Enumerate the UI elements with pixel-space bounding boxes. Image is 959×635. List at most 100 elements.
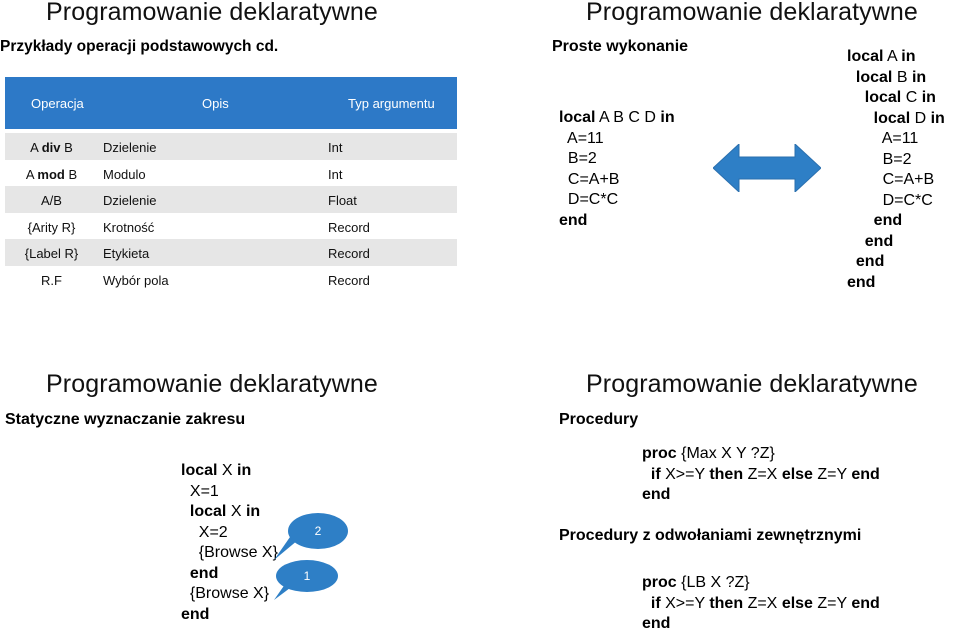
code-expr: Z=Y [817, 594, 847, 612]
kw-end: end [873, 212, 903, 229]
table-header: Operacja Opis Typ argumentu [5, 77, 457, 129]
cell-typ: Record [328, 219, 370, 235]
cell-opis: Krotność [103, 219, 155, 235]
kw-end: end [642, 486, 671, 503]
code-line: X=2 [198, 523, 228, 541]
kw-else: else [781, 594, 813, 612]
nested-code-block: local A in local B in local C in local D… [847, 47, 945, 293]
kw-local: local [873, 109, 911, 127]
slide1-subtitle: Przykłady operacji podstawowych cd. [0, 38, 279, 55]
procedure-external-code-block: proc {LB X ?Z} if X>=Y then Z=X else Z=Y… [642, 573, 880, 635]
code-expr: Z=Y [817, 465, 847, 483]
cell-operacja: R.F [41, 272, 62, 288]
simple-code-block: local A B C D in A=11 B=2 C=A+B D=C*C en… [559, 108, 675, 231]
callout-bubble-top: 2 [288, 513, 348, 549]
slide3-subtitle: Statyczne wyznaczanie zakresu [5, 411, 246, 428]
code-cond: X>=Y [665, 594, 705, 612]
code-line: C=A+B [567, 170, 620, 188]
slide1-title: Programowanie deklaratywne [46, 0, 378, 26]
kw-in: in [930, 109, 945, 127]
table-row: A/B Dzielenie Float [5, 186, 457, 213]
kw-local: local [864, 89, 902, 106]
kw-in: in [901, 48, 916, 65]
cell-operacja: A mod B [5, 167, 98, 182]
kw-then: then [709, 465, 744, 483]
op-keyword: mod [37, 166, 65, 182]
code-expr: Z=X [747, 465, 778, 483]
kw-end: end [559, 211, 588, 229]
kw-end: end [642, 615, 671, 632]
kw-end: end [181, 605, 210, 623]
op-text: B [64, 166, 78, 182]
kw-in: in [911, 68, 927, 86]
proc-signature: {Max X Y ?Z} [681, 445, 775, 462]
cell-operacja: A div B [5, 140, 98, 155]
header-opis: Opis [202, 96, 229, 111]
cell-typ: Int [328, 140, 343, 155]
code-line: B=2 [567, 150, 597, 167]
kw-if: if [650, 465, 661, 483]
callout-bubble-bottom: 1 [276, 560, 338, 592]
cell-opis: Dzielenie [103, 140, 157, 155]
kw-proc: proc [642, 445, 677, 462]
code-var: X [230, 503, 242, 520]
code-line: D=C*C [882, 191, 933, 209]
table-row: {Arity R} Krotność Record [5, 213, 457, 240]
kw-in: in [237, 462, 252, 479]
operations-table: Operacja Opis Typ argumentu A div B Dzie… [5, 77, 457, 292]
cell-opis: Etykieta [103, 246, 150, 261]
slide2-subtitle: Proste wykonanie [552, 38, 689, 55]
cell-operacja: A/B [41, 193, 62, 208]
slide3-title: Programowanie deklaratywne [46, 370, 378, 398]
cell-typ: Float [328, 193, 357, 208]
kw-end: end [851, 465, 880, 483]
table-row: {Label R} Etykieta Record [5, 239, 457, 266]
slide4-subtitle-procedures: Procedury [559, 411, 639, 428]
table-row: A div B Dzielenie Int [5, 133, 457, 160]
cell-opis: Dzielenie [103, 193, 157, 208]
table-row: A mod B Modulo Int [5, 160, 457, 187]
header-typ-argumentu: Typ argumentu [348, 96, 435, 111]
code-cond: X>=Y [665, 465, 705, 483]
op-text: A [25, 166, 38, 182]
kw-local: local [189, 503, 227, 520]
code-vars: A B C D [595, 109, 661, 126]
code-line: X=1 [189, 482, 219, 500]
slide4-title: Programowanie deklaratywne [586, 370, 918, 398]
kw-end: end [864, 232, 894, 250]
code-line: C=A+B [882, 171, 935, 188]
kw-in: in [245, 503, 261, 520]
op-text: B [60, 140, 73, 155]
code-line: D=C*C [567, 191, 619, 208]
code-line: {Browse X} [189, 585, 270, 602]
cell-operacja: {Label R} [24, 246, 79, 261]
kw-end: end [855, 253, 885, 270]
kw-end: end [851, 594, 880, 612]
op-text: A [30, 140, 42, 155]
kw-local: local [181, 462, 218, 479]
kw-if: if [650, 594, 661, 612]
code-line: A=11 [881, 130, 919, 147]
cell-typ: Record [328, 246, 370, 261]
cell-opis: Wybór pola [103, 272, 169, 288]
table-row: R.F Wybór pola Record [5, 266, 457, 293]
cell-typ: Record [328, 272, 370, 288]
code-var: X [221, 462, 233, 479]
kw-end: end [847, 273, 876, 291]
kw-local: local [559, 109, 596, 126]
kw-then: then [709, 594, 744, 612]
kw-in: in [660, 109, 675, 126]
kw-local: local [847, 48, 884, 65]
header-operacja: Operacja [31, 96, 84, 111]
kw-else: else [781, 465, 813, 483]
kw-end: end [189, 564, 219, 582]
code-line: A=11 [567, 129, 604, 147]
code-expr: Z=X [747, 594, 778, 612]
scope-code-block: local X in X=1 local X in X=2 {Browse X}… [181, 461, 278, 625]
code-var: B [896, 68, 908, 86]
cell-opis: Modulo [103, 166, 146, 182]
code-line: B=2 [882, 150, 912, 168]
kw-proc: proc [642, 574, 677, 591]
procedure-code-block: proc {Max X Y ?Z} if X>=Y then Z=X else … [642, 444, 880, 506]
op-keyword: div [41, 140, 61, 155]
